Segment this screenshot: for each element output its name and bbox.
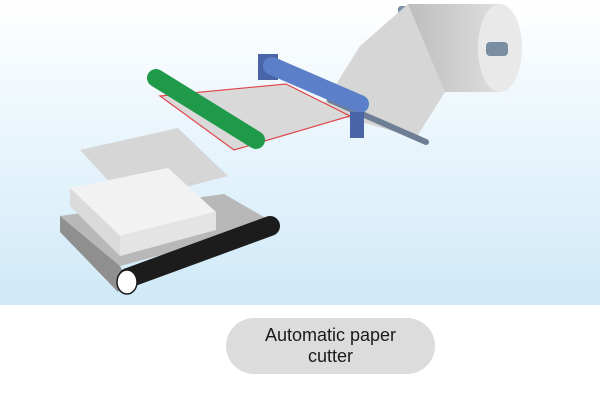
blue-roller-body <box>263 57 369 113</box>
belt-roller-end <box>116 269 138 295</box>
blue-roller <box>258 54 369 138</box>
roll-axle-right <box>486 42 508 56</box>
caption-line-1: Automatic paper <box>264 325 397 345</box>
black-belt-roller <box>118 216 280 288</box>
green-roller <box>147 69 265 149</box>
stack-front-face <box>120 212 216 256</box>
blue-roller-bracket-2 <box>350 112 364 138</box>
paper-roll <box>398 4 522 92</box>
conveyor-side <box>60 216 128 292</box>
caption-pill: Automatic paper cutter <box>226 318 435 374</box>
caption-line-2: cutter <box>307 346 354 366</box>
stack-left-face <box>70 188 120 256</box>
paper-stack <box>70 168 216 256</box>
stack-top <box>70 168 216 236</box>
